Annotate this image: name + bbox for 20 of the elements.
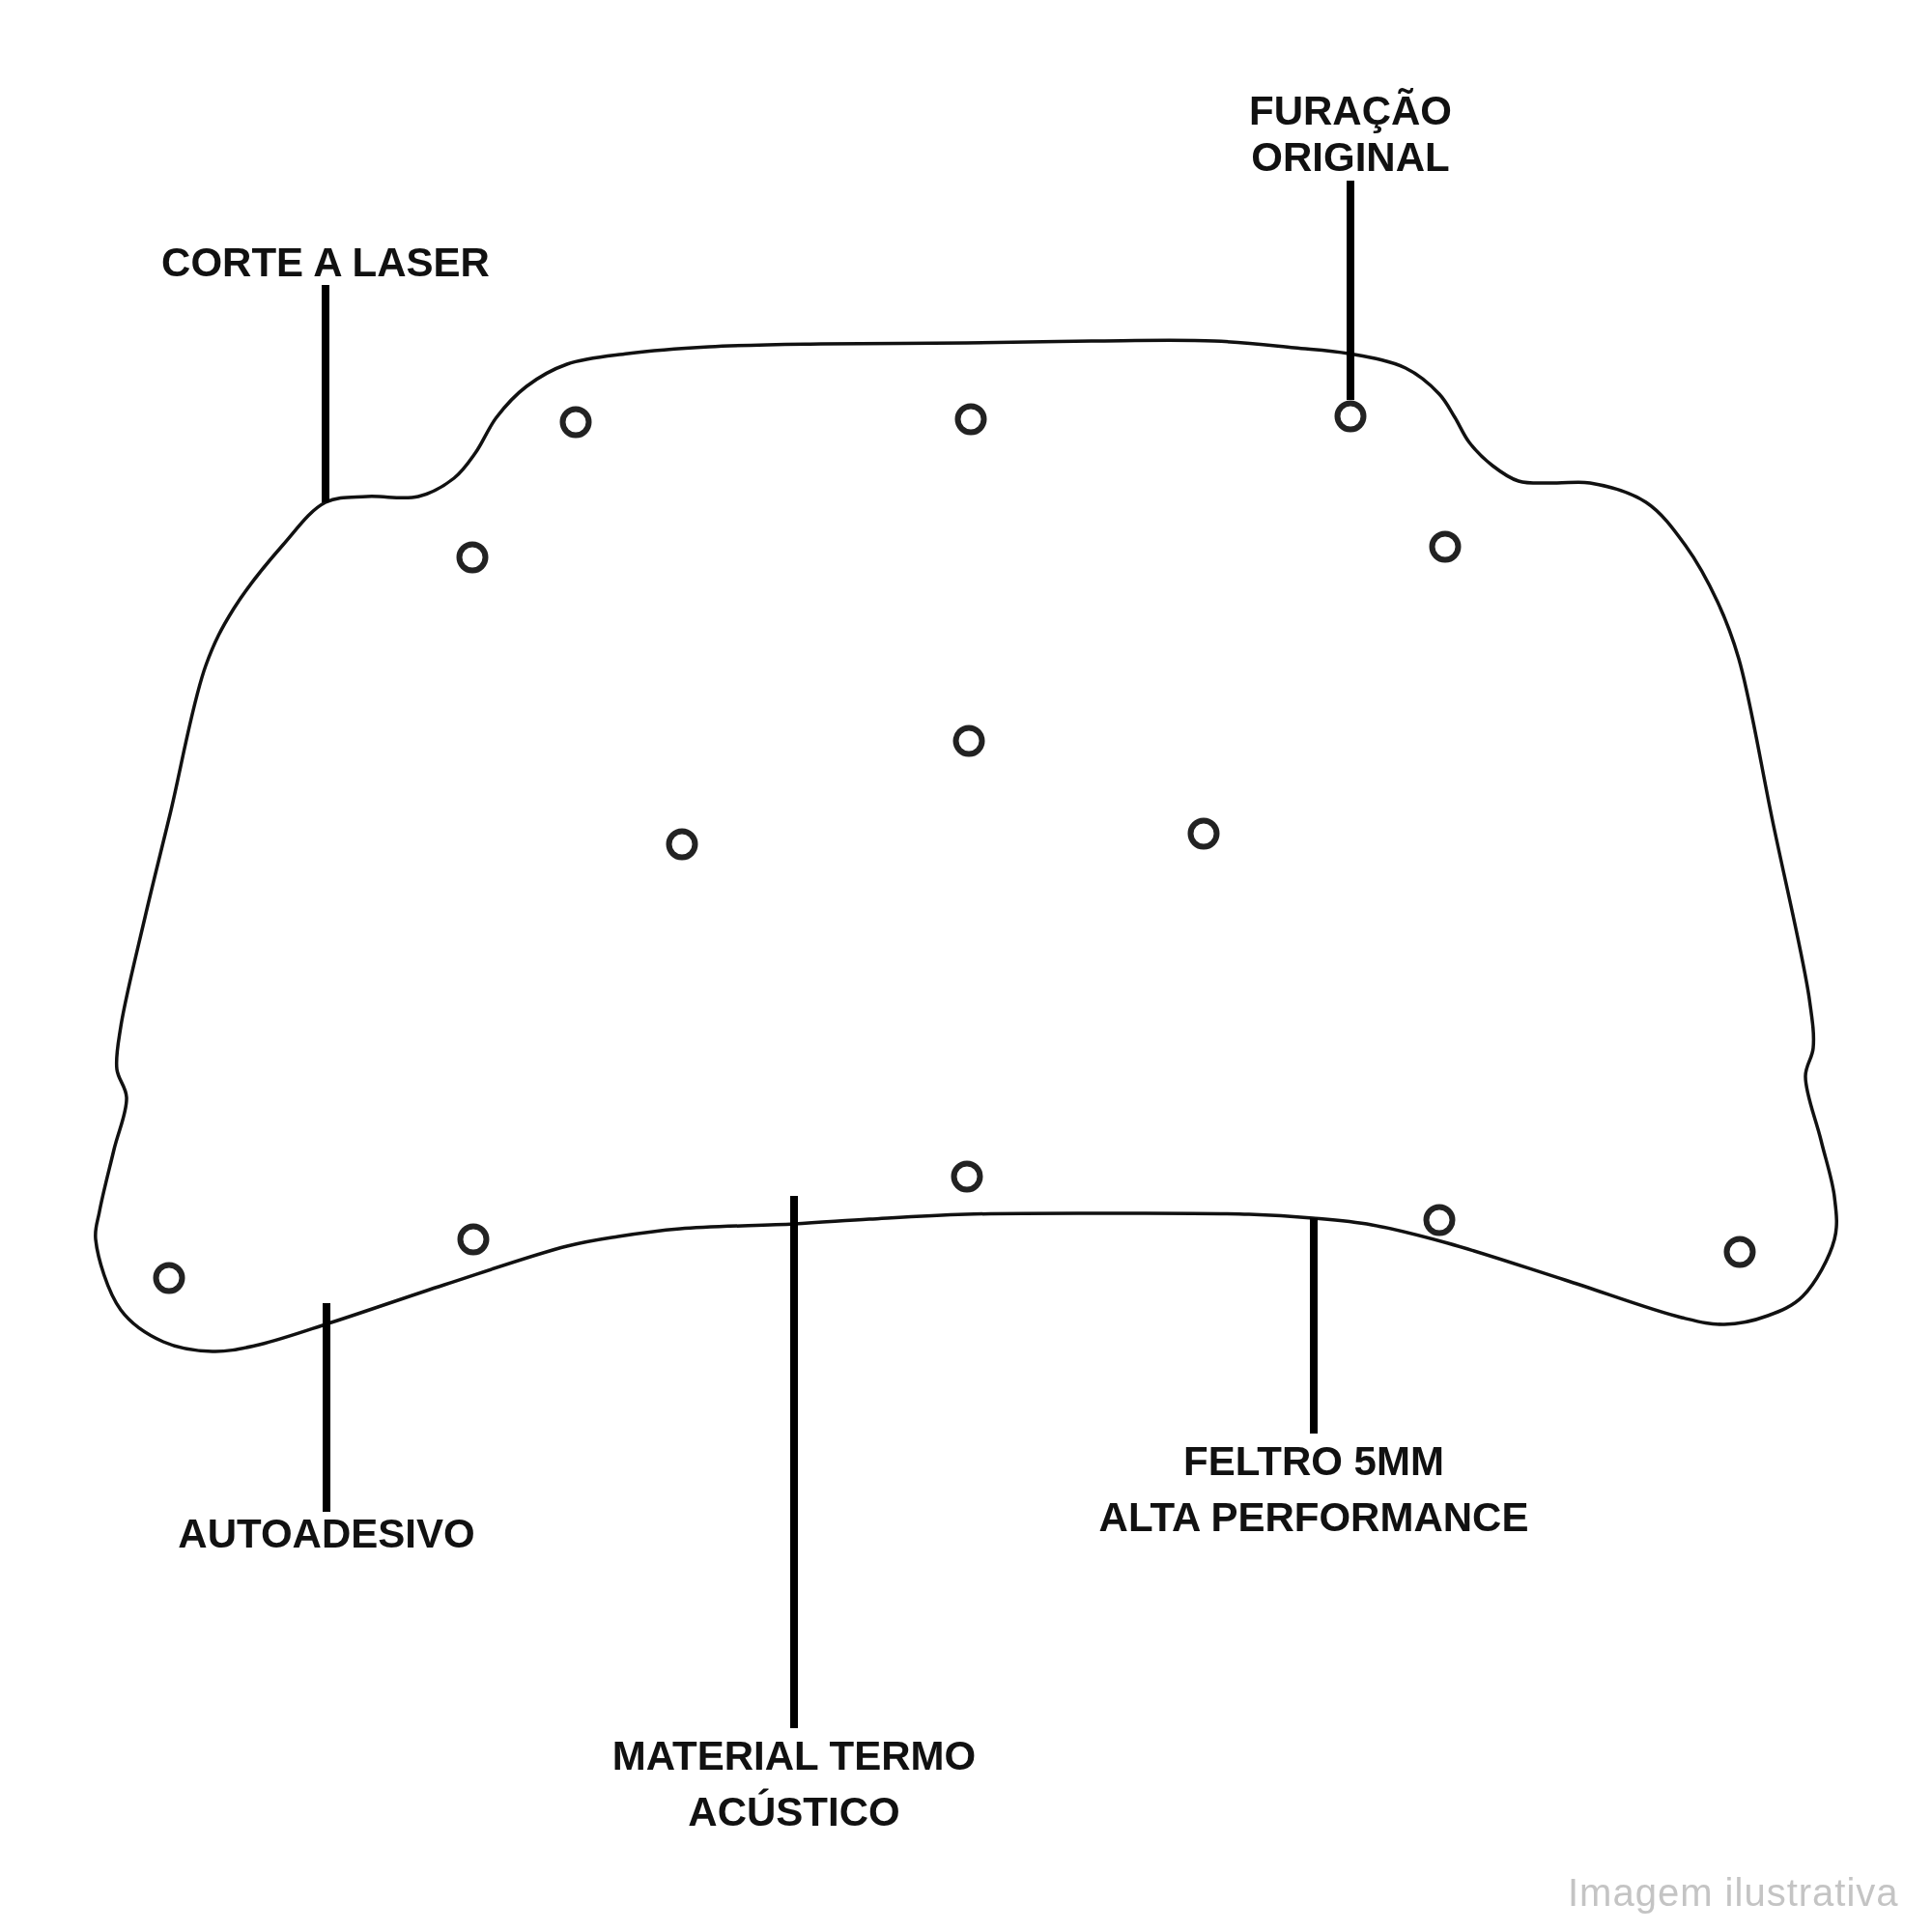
callout-label: FELTRO 5MM ALTA PERFORMANCE: [1098, 1434, 1529, 1546]
mounting-hole: [559, 406, 592, 439]
mounting-hole: [457, 1223, 490, 1256]
mounting-hole: [1334, 400, 1367, 433]
mounting-hole: [954, 403, 987, 436]
mounting-hole: [1429, 530, 1462, 563]
disclaimer-note: Imagem ilustrativa: [1568, 1870, 1899, 1916]
callout-label: MATERIAL TERMO ACÚSTICO: [611, 1728, 977, 1840]
mounting-hole: [666, 828, 698, 861]
callout-label: AUTOADESIVO: [178, 1512, 475, 1556]
mounting-hole: [456, 541, 489, 574]
callout-label: CORTE A LASER: [161, 241, 490, 285]
insulation-pad-drawing: [93, 338, 1837, 1354]
mounting-hole: [1187, 817, 1220, 850]
mounting-hole: [153, 1262, 185, 1294]
mounting-hole: [1723, 1236, 1756, 1268]
mounting-hole: [1423, 1204, 1456, 1236]
mounting-hole: [951, 1160, 983, 1193]
mounting-hole: [952, 724, 985, 757]
callout-label: FURAÇÃO ORIGINAL: [1249, 88, 1452, 181]
